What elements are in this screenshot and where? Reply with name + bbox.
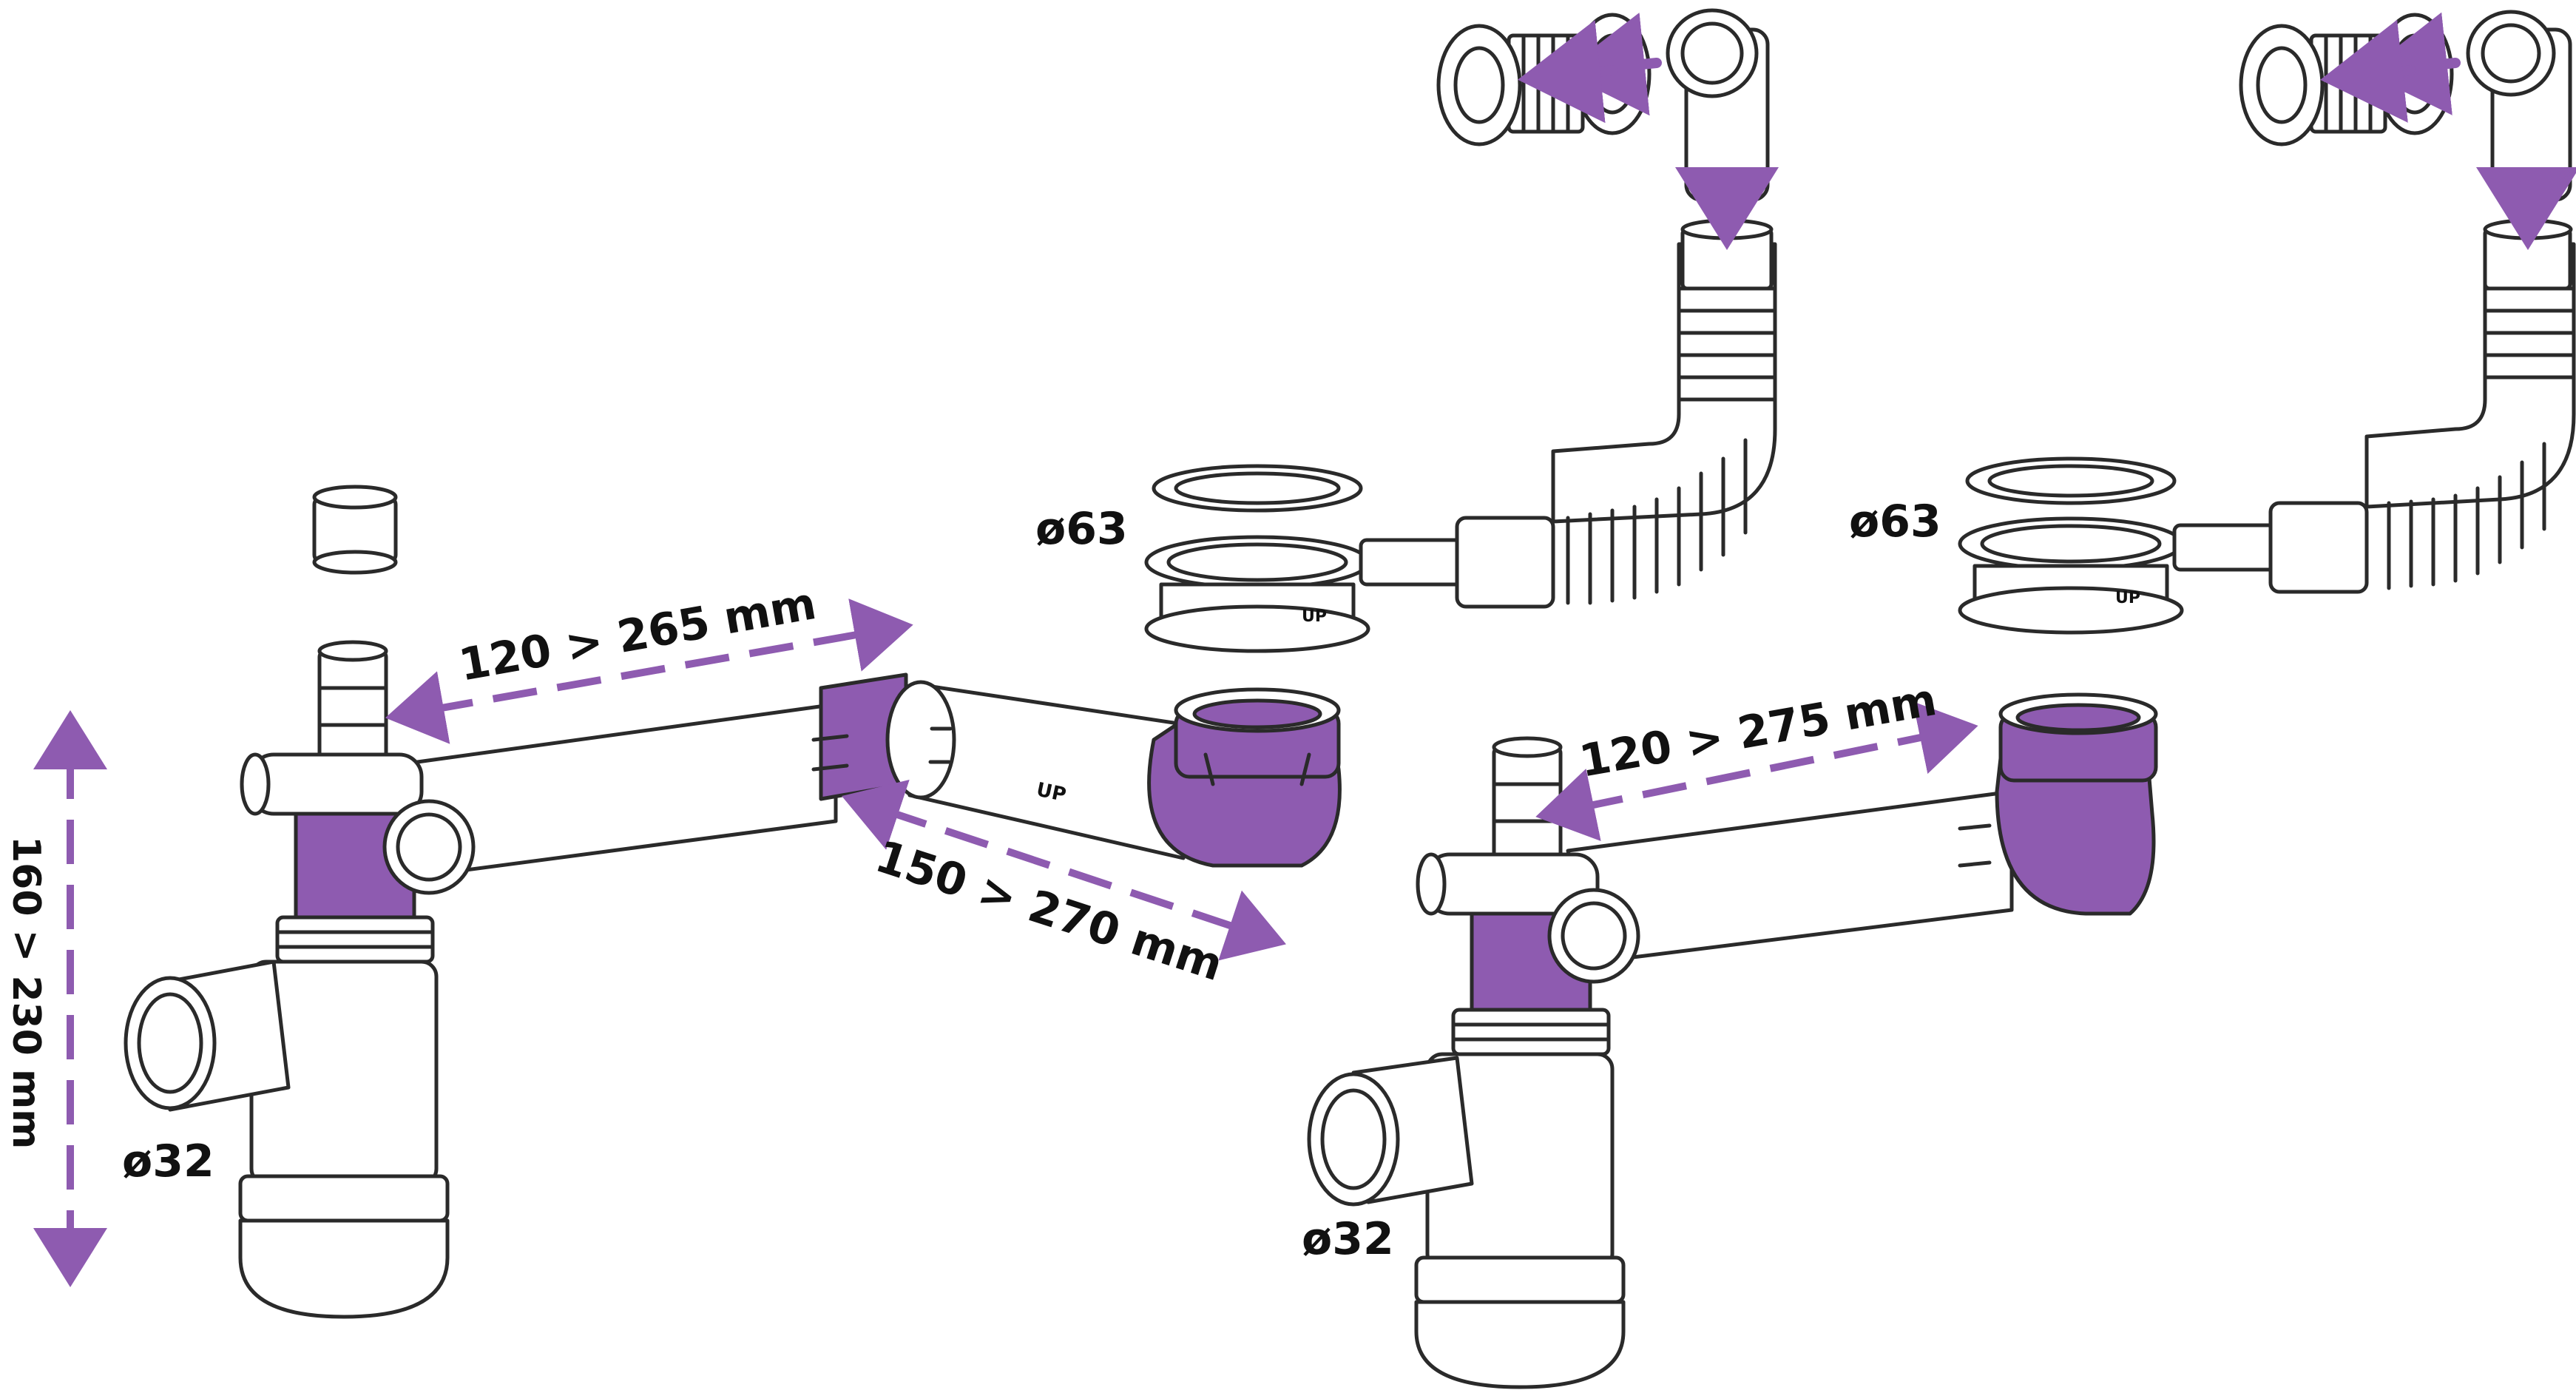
right-overflow-up-mark: UP xyxy=(2115,589,2140,607)
left-elbow-connector xyxy=(1147,687,1342,868)
left-overflow-hose xyxy=(1359,218,1777,609)
right-overflow-fitting xyxy=(2239,10,2572,202)
left-horizontal-tube xyxy=(405,672,908,875)
left-overflow-fitting xyxy=(1436,8,1770,202)
left-overflow-diameter: ø63 xyxy=(1035,503,1128,555)
left-outlet-diameter: ø32 xyxy=(122,1136,214,1187)
double-arrow-icon xyxy=(385,598,913,744)
right-outlet-diameter: ø32 xyxy=(1302,1213,1394,1265)
right-assembly: UP xyxy=(1307,10,2576,1389)
double-arrow-icon xyxy=(1535,701,1978,841)
right-horizontal-dimension: 120 > 275 mm xyxy=(1575,674,1940,788)
assembly-arrows xyxy=(1518,12,2576,250)
right-overflow-hose xyxy=(2172,218,2576,594)
right-overflow-disc: UP xyxy=(1958,456,2184,635)
right-overflow-diameter: ø63 xyxy=(1849,496,1941,547)
left-overflow-disc: UP xyxy=(1144,464,1370,653)
left-top-cap xyxy=(312,485,398,575)
double-arrow-icon xyxy=(842,779,1286,961)
right-elbow-connector xyxy=(1995,692,2158,916)
dimension-arrows xyxy=(33,598,1978,1287)
arrow-left-icon xyxy=(1518,19,1617,124)
left-siphon-body xyxy=(124,640,476,1319)
right-siphon-body xyxy=(1307,736,1640,1389)
overflow-up-mark: UP xyxy=(1302,607,1327,626)
arrow-left-icon xyxy=(2320,19,2416,123)
left-vertical-dimension: 160 > 230 mm xyxy=(4,836,48,1149)
